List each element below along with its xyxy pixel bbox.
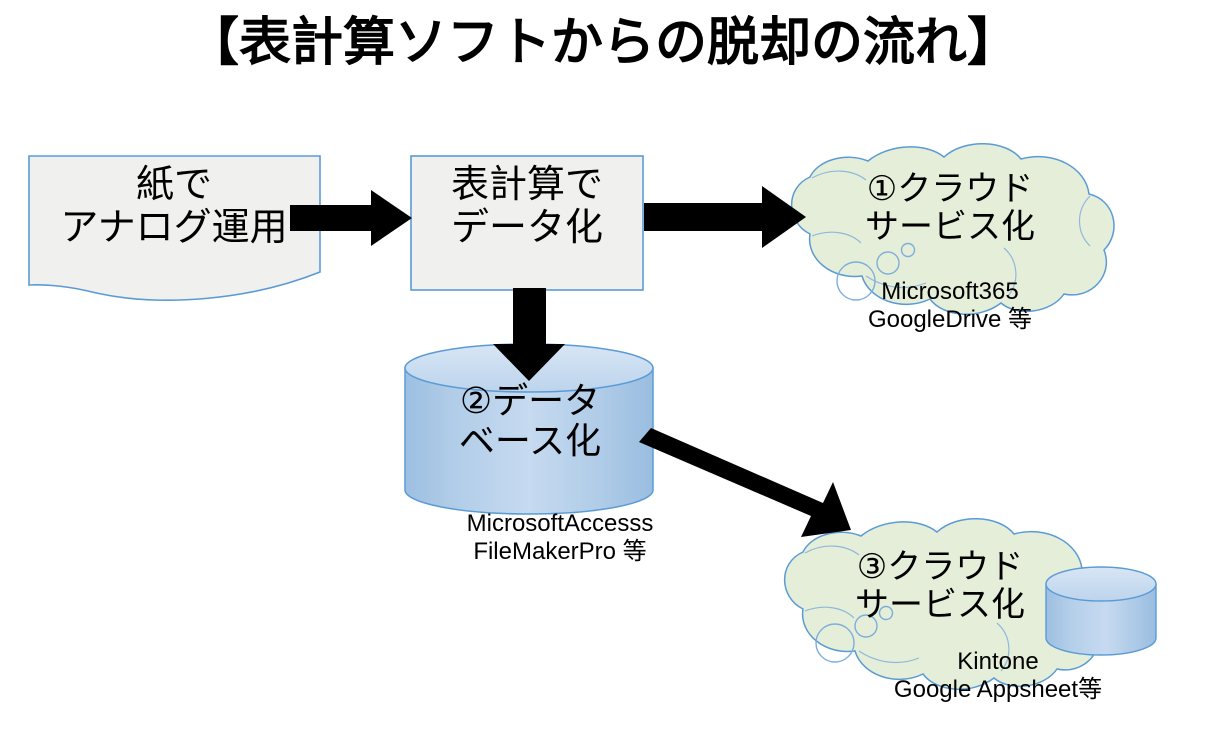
- spreadsheet-box-shape: [410, 155, 644, 291]
- cloud-1-shape: [790, 143, 1115, 315]
- arrow-spreadsheet-to-cloud1: [644, 186, 806, 248]
- cloud-3-database-cylinder-shape: [1045, 566, 1157, 656]
- arrow-paper-to-spreadsheet: [290, 190, 412, 246]
- paper-document-shape: [28, 155, 321, 301]
- arrow-database-to-cloud3: [639, 428, 851, 537]
- arrow-spreadsheet-to-database: [493, 288, 565, 381]
